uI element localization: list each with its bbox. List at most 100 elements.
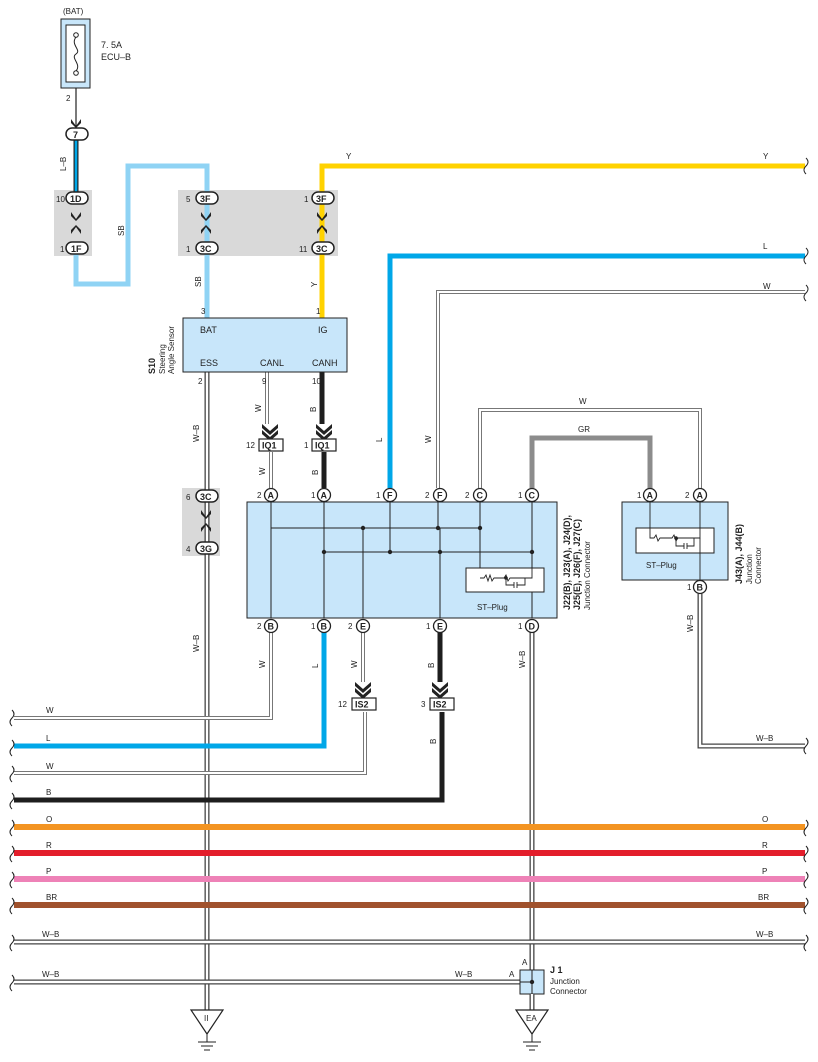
svg-text:1F: 1F [71,244,82,254]
connector-7: 7 [65,127,89,141]
iq1-pin-b: 1 [304,441,309,450]
wire-label-left-w1: W [46,706,54,715]
wire-b-e [14,630,445,803]
s10-name-line1: Steering [158,344,167,374]
wire-w-e [14,630,367,775]
svg-text:F: F [437,491,443,501]
ground-ea-icon [514,1009,550,1051]
wire-label-b-canh: B [309,407,318,412]
s10-pin-canl: 9 [262,377,267,386]
wire-label-y-top-right: Y [763,152,769,161]
is2-pin-a: 12 [338,700,347,709]
wire-label-wb2-left: W–B [42,970,59,979]
svg-text:7: 7 [73,130,78,140]
wire-label-w-canl2: W [258,467,267,475]
junction-pin-c1: C [472,487,488,503]
wire-label-o-left: O [46,815,52,824]
pin-1d: 10 [56,195,65,204]
j43-pin-a1-num: 1 [637,491,642,500]
wire-label-l-b: L [311,663,320,668]
s10-pin-ig: 1 [316,307,321,316]
wire-label-left-l: L [46,734,51,743]
junction-pin-b2-num: 1 [311,622,316,631]
s10-code: S10 [147,358,157,374]
svg-text:B: B [321,622,328,632]
svg-text:IQ1: IQ1 [315,441,330,451]
connector-3c-b: 3C [311,241,335,255]
connector-3f-a: 3F [195,191,219,205]
svg-text:A: A [321,491,328,501]
wire-y [319,163,805,318]
wire-label-p-right: P [762,867,767,876]
ground-ii-icon [189,1009,225,1051]
junction-pin-a1-num: 2 [257,491,262,500]
chevron-arrows [71,119,327,532]
svg-text:IQ1: IQ1 [262,441,277,451]
break-marks-left [9,709,15,992]
svg-text:3C: 3C [200,492,212,502]
wire-label-br-right: BR [758,893,769,902]
wire-label-w-b: W [258,660,267,668]
wire-label-lb: L–B [59,157,68,171]
j43-title-line3: Connector [754,547,763,584]
j43-st-plug-node [674,536,678,540]
svg-text:IS2: IS2 [433,700,447,710]
s10-name-line2: Angle Sensor [167,326,176,374]
svg-text:C: C [529,491,536,501]
wire-l-f [387,253,805,488]
svg-text:C: C [477,491,484,501]
iq1-connector-a: IQ1 [258,438,284,452]
j1-splice-dot [529,979,535,985]
junction-pin-a2: A [316,487,332,503]
s10-pin-ess: 2 [198,377,203,386]
wire-label-w-f: W [424,435,433,443]
svg-text:E: E [360,622,366,632]
pin-3f-a: 5 [186,195,191,204]
junction-pin-f2: F [432,487,448,503]
st-plug-node [504,576,508,580]
iq1-connector-b: IQ1 [311,438,337,452]
wire-label-wb-ess: W–B [192,425,201,442]
wire-w-c [478,408,702,490]
svg-text:E: E [437,622,443,632]
wire-l-b [14,630,327,749]
junction-pin-f1: F [382,487,398,503]
junction-connector-box [246,501,558,619]
j43-pin-a1: A [642,487,658,503]
is2-pin-b: 3 [421,700,426,709]
junction-title-line2: J25(E), J26(F), J27(C) [572,519,582,610]
junction-pin-f1-num: 1 [376,491,381,500]
junction-pin-b2: B [316,618,332,634]
svg-text:3C: 3C [316,244,328,254]
wire-label-p-left: P [46,867,51,876]
st-plug-label: ST–Plug [477,603,508,612]
svg-text:B: B [697,583,704,593]
svg-text:A: A [697,491,704,501]
wire-label-o-right: O [762,815,768,824]
junction-pin-f2-num: 2 [425,491,430,500]
break-marks-right [803,157,809,952]
fuse-name: ECU–B [101,52,131,62]
wire-w-f [436,290,805,488]
st-plug-resistor-icon [480,552,533,588]
wire-label-w-e: W [350,660,359,668]
junction-pin-a2-num: 1 [311,491,316,500]
s10-ig-label: IG [318,325,328,335]
junction-pin-d1: D [524,618,540,634]
svg-text:B: B [268,622,275,632]
j43-pin-b-num: 1 [687,583,692,592]
junction-title-line3: Junction Connector [583,541,592,610]
wire-canh-b [319,372,327,488]
wire-label-r-right: R [762,841,768,850]
wire-label-br-left: BR [46,893,57,902]
connector-1f: 1F [65,241,89,255]
j43-st-plug-label: ST–Plug [646,561,677,570]
wire-label-sb1: SB [117,225,126,236]
svg-text:A: A [268,491,275,501]
iq1-pin-a: 12 [246,441,255,450]
fuse-rating: 7. 5A [101,40,122,50]
connector-3c-c: 3C [195,489,219,503]
wire-label-wb1-right: W–B [756,930,773,939]
j43-st-plug-box [635,527,715,554]
